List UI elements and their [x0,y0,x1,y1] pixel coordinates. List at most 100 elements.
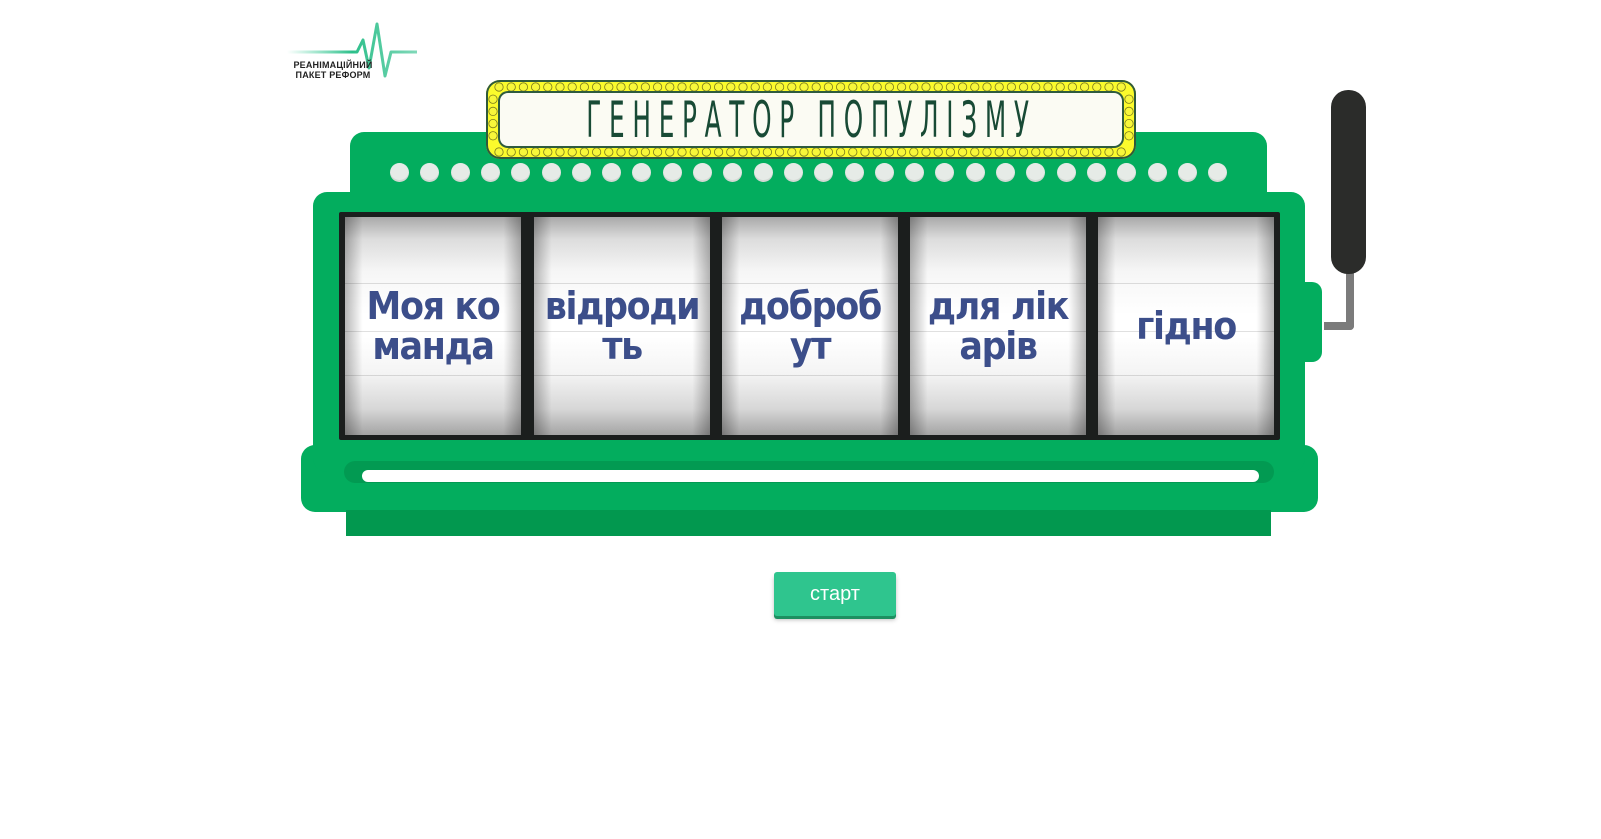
marquee-bulb [811,147,821,157]
marquee-bulb [787,147,797,157]
marquee-bulb [579,147,590,157]
marquee-bulb [1092,147,1102,157]
marquee-bulb [970,147,980,157]
marquee-bulb [488,131,498,141]
marquee-bulb [738,82,748,92]
marquee-bulb [945,147,955,157]
marquee-bulb [518,82,529,92]
marquee-bulb [860,82,870,92]
marquee-bulb [957,147,968,157]
light-dot [965,163,985,182]
reel-3: добробут [722,217,898,435]
marquee-bulb [1124,118,1134,129]
marquee-bulb [921,147,931,157]
marquee-bulb [1116,82,1126,92]
light-dot [602,163,622,182]
light-dot [420,163,440,182]
marquee-bulb [762,147,772,157]
light-dot [1086,163,1106,182]
marquee-bulb [579,82,590,92]
marquee-bulb [1031,147,1041,157]
reel-window: Моя команда відродить добробут для лікар… [339,212,1280,440]
logo-line-1: РЕАНІМАЦІЙНИЙ [293,60,373,70]
light-dot [480,163,500,182]
machine-foot [346,510,1271,536]
marquee-bulb [726,147,736,157]
light-dot [814,163,834,182]
marquee-bulb [488,94,498,104]
start-button[interactable]: старт [774,572,896,616]
light-dot [632,163,652,182]
light-dot [874,163,894,182]
marquee-bulb [774,147,785,157]
marquee-bulb [762,82,772,92]
light-dots-row [390,161,1240,185]
marquee-panel: ГЕНЕРАТОР ПОПУЛІЗМУ [500,90,1122,149]
marquee-bulb [506,147,516,157]
marquee-bulb [616,82,626,92]
light-dot [662,163,682,182]
marquee-bulb [1043,82,1053,92]
marquee-bulb [909,82,919,92]
light-dot [996,163,1015,182]
marquee-bulb [982,147,992,157]
light-dot [753,163,773,182]
light-dot [723,163,743,182]
marquee-bulb [1055,147,1065,157]
light-dot [935,163,955,182]
marquee-bulb [811,82,821,92]
reel-1: Моя команда [345,217,521,435]
marquee-bulb [567,82,577,92]
marquee-bulb [909,147,919,157]
marquee-bulb [518,147,529,157]
light-dot [693,163,712,182]
marquee-bulb [714,82,724,92]
marquee-bulb [506,82,516,92]
light-dot [905,163,925,182]
light-dot [450,163,470,182]
marquee-bulb [653,147,663,157]
light-dot [571,163,591,182]
logo: РЕАНІМАЦІЙНИЙ ПАКЕТ РЕФОРМ [285,20,425,85]
marquee-bulb [604,82,614,92]
reel-4: для лікарів [910,217,1086,435]
marquee-bulb [714,147,724,157]
marquee-bulb [970,82,980,92]
marquee-bulb [1055,82,1065,92]
marquee-bulb [1067,82,1078,92]
light-dot [541,163,561,182]
light-dot [1026,163,1046,182]
marquee-bulb [835,82,846,92]
marquee-bulbs [488,82,1134,157]
marquee-bulb [726,82,736,92]
marquee-bulb [628,147,638,157]
marquee-bulb [823,147,833,157]
marquee-bulb [738,147,748,157]
lever-arm [1324,270,1354,330]
marquee-bulb [689,82,699,92]
marquee-bulb [1104,147,1114,157]
marquee-bulb [1124,106,1134,117]
marquee-bulb [1104,82,1114,92]
marquee-bulb [860,147,870,157]
marquee-bulb [994,147,1004,157]
marquee-bulb [543,147,553,157]
marquee-bulb [921,82,931,92]
light-dot [1177,163,1197,182]
marquee-bulb [848,82,858,92]
marquee-bulb [592,147,602,157]
marquee-bulb [555,147,565,157]
marquee-bulb [689,147,699,157]
heartbeat-pulse-icon [287,22,417,78]
marquee-bulb [604,147,614,157]
marquee-bulb [1018,82,1029,92]
marquee-bulb [1067,147,1078,157]
marquee-bulb [994,82,1004,92]
marquee-bulb [884,147,894,157]
marquee-bulb [494,147,504,157]
marquee-bulb [1116,147,1126,157]
marquee-bulb [1092,82,1102,92]
marquee-title: ГЕНЕРАТОР ПОПУЛІЗМУ [585,90,1037,149]
marquee-bulb [1079,147,1090,157]
slot-lever-icon[interactable] [1331,90,1366,274]
